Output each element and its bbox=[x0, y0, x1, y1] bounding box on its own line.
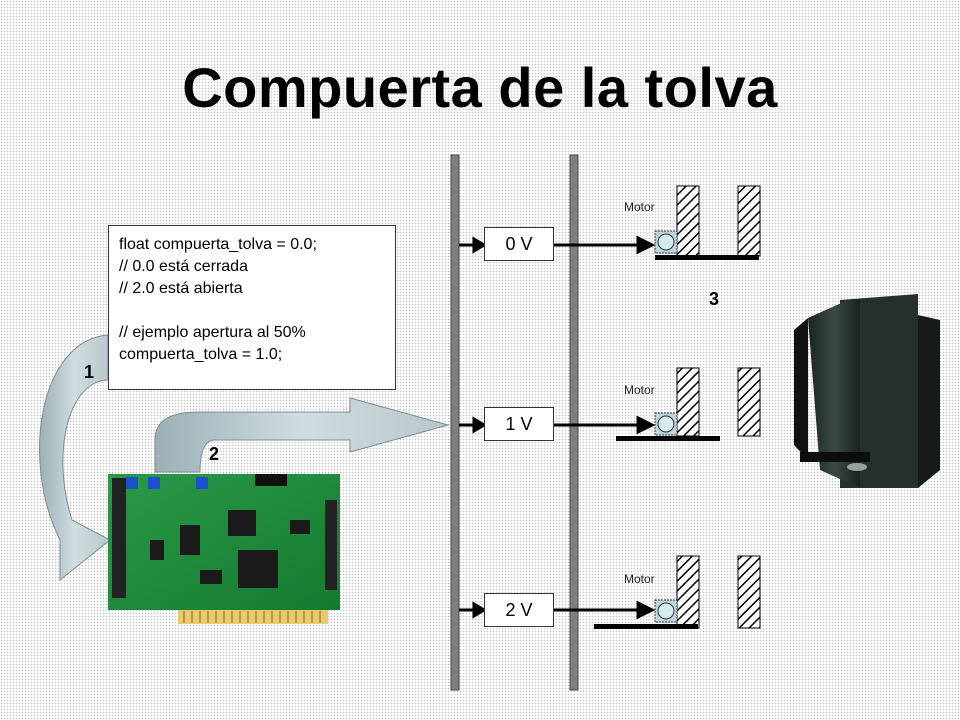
gate-open bbox=[594, 555, 761, 629]
right-bus bbox=[569, 154, 579, 691]
motor-label-bottom: Motor bbox=[624, 572, 655, 586]
code-box: float compuerta_tolva = 0.0; // 0.0 está… bbox=[108, 225, 396, 390]
curved-arrow-1 bbox=[39, 334, 111, 582]
code-line: compuerta_tolva = 1.0; bbox=[119, 346, 283, 363]
daq-card-image bbox=[108, 474, 340, 624]
step-label-2: 2 bbox=[209, 444, 220, 464]
motor-label-middle: Motor bbox=[624, 383, 655, 397]
slide-title: Compuerta de la tolva bbox=[182, 56, 778, 119]
gate-half-open bbox=[616, 367, 761, 441]
voltage-box-0v: 0 V bbox=[484, 227, 554, 261]
voltage-input-arrows bbox=[459, 236, 487, 619]
code-line: // 2.0 está abierta bbox=[119, 280, 243, 297]
hopper-image bbox=[794, 294, 940, 488]
step-label-3: 3 bbox=[709, 289, 720, 309]
code-line bbox=[119, 300, 385, 322]
motor-label-top: Motor bbox=[624, 200, 655, 214]
voltage-box-2v: 2 V bbox=[484, 593, 554, 627]
code-line: float compuerta_tolva = 0.0; bbox=[119, 236, 317, 253]
code-line: // 0.0 está cerrada bbox=[119, 258, 248, 275]
left-bus bbox=[450, 154, 460, 691]
code-line: // ejemplo apertura al 50% bbox=[119, 324, 306, 341]
voltage-box-1v: 1 V bbox=[484, 407, 554, 441]
motor-arrows bbox=[554, 235, 656, 620]
step-label-1: 1 bbox=[84, 362, 95, 382]
gate-closed bbox=[654, 185, 761, 260]
curved-arrow-2 bbox=[154, 397, 450, 473]
